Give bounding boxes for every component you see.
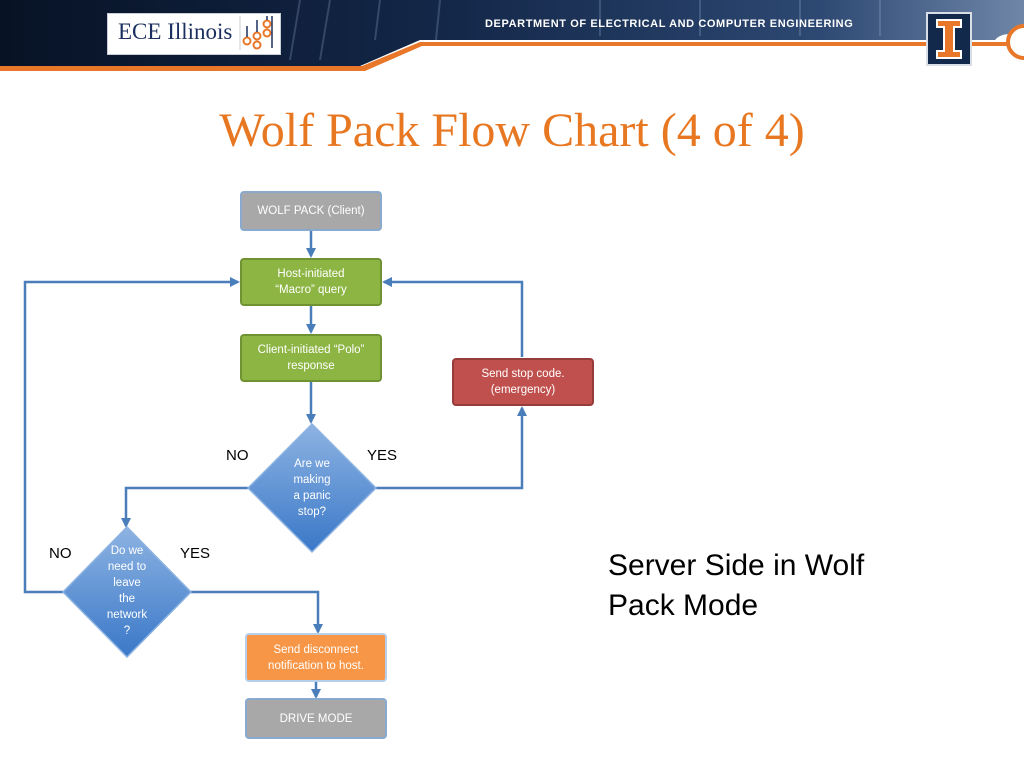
arrow-stop-to-query: [382, 277, 524, 357]
panic-no-label: NO: [226, 447, 249, 464]
arrow-leave-yes-to-disconnect: [190, 590, 323, 634]
panic-yes-label: YES: [367, 447, 398, 464]
side-caption: Server Side in Wolf Pack Mode: [608, 549, 865, 622]
start-node: WOLF PACK (Client): [240, 191, 382, 231]
drive-mode-node: DRIVE MODE: [245, 698, 387, 739]
stop-code-node: Send stop code. (emergency): [452, 358, 594, 406]
leave-decision-text: Do we need to leave the network ?: [106, 545, 148, 637]
arrow-panic-no-to-leave: [121, 486, 248, 528]
illinois-i-logo[interactable]: [926, 12, 972, 66]
circuit-icon: [239, 16, 273, 50]
disconnect-node: Send disconnect notification to host.: [245, 633, 387, 682]
arrow-leave-no-to-query: [23, 277, 240, 594]
leave-no-label: NO: [49, 545, 72, 562]
panic-decision-diamond: [246, 422, 378, 554]
arrow-panic-yes-to-stop: [376, 406, 527, 490]
leave-decision-diamond: [61, 525, 193, 659]
ece-logo-text: ECE Illinois: [118, 19, 233, 44]
ece-logo[interactable]: [107, 13, 281, 55]
slide-title: Wolf Pack Flow Chart (4 of 4): [219, 104, 805, 157]
polo-response-node: Client-initiated “Polo” response: [240, 334, 382, 382]
leave-yes-label: YES: [180, 545, 211, 562]
department-name: DEPARTMENT OF ELECTRICAL AND COMPUTER EN…: [485, 18, 854, 30]
panic-decision-text: Are we making a panic stop?: [293, 458, 331, 518]
macro-query-node: Host-initiated “Macro” query: [240, 258, 382, 306]
